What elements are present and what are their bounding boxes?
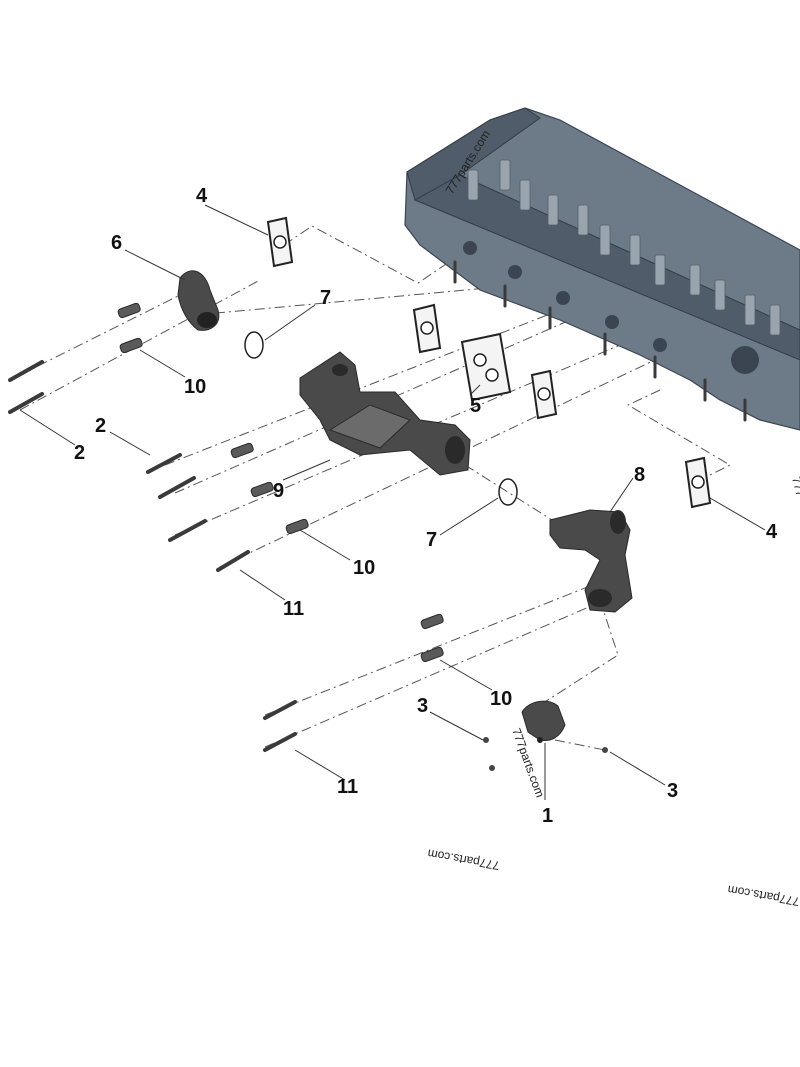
callout-6: 6 — [111, 232, 122, 254]
gasket-4-lower — [684, 456, 712, 509]
gasket-4-upper — [266, 216, 294, 268]
gasket-5 — [460, 332, 512, 402]
spacer-sleeves — [117, 302, 444, 663]
callout-3-left: 3 — [417, 695, 428, 717]
leader-lines — [19, 204, 766, 800]
callout-labels: 4 6 7 10 2 2 5 9 7 10 11 8 4 10 3 3 1 11 — [74, 185, 778, 827]
screw-3-left — [483, 737, 489, 743]
callout-2-left: 2 — [74, 442, 85, 464]
callout-7-upper: 7 — [320, 287, 331, 309]
callout-3-right: 3 — [667, 780, 678, 802]
callout-2-mid: 2 — [95, 415, 106, 437]
bolt-icon — [8, 360, 297, 752]
screw-3-right — [602, 747, 608, 753]
watermark-bottom-right: 777parts.com — [726, 882, 800, 908]
exhaust-manifold-icon — [299, 351, 471, 476]
cylinder-head-icon — [404, 107, 800, 431]
callout-10-lower: 10 — [490, 688, 512, 710]
callout-10-mid: 10 — [353, 557, 375, 579]
callout-11-upper: 11 — [283, 598, 304, 620]
callout-11-lower: 11 — [337, 776, 358, 798]
callout-7-lower: 7 — [426, 529, 437, 551]
callout-9: 9 — [273, 480, 284, 502]
o-ring-7-upper — [244, 331, 264, 359]
manifold-part-8 — [549, 509, 633, 613]
cover-part-1 — [521, 700, 566, 743]
callout-8: 8 — [634, 464, 645, 486]
watermark-edge-right: 777 — [789, 475, 800, 498]
callout-5: 5 — [470, 395, 481, 417]
callout-4-lower: 4 — [766, 521, 778, 543]
head-studs — [453, 260, 747, 422]
gasket-top-right — [412, 303, 442, 354]
callout-1: 1 — [542, 805, 553, 827]
elbow-part-6 — [177, 270, 220, 331]
screw-3-left-lower — [489, 765, 495, 771]
watermark-bottom-center: 777parts.com — [426, 846, 500, 872]
callout-4-upper: 4 — [196, 185, 208, 207]
gasket-mid-right — [530, 369, 558, 420]
o-ring-7-lower — [498, 478, 518, 506]
valve-springs — [467, 159, 781, 336]
callout-10-upper: 10 — [184, 376, 206, 398]
head-ports — [463, 241, 759, 374]
